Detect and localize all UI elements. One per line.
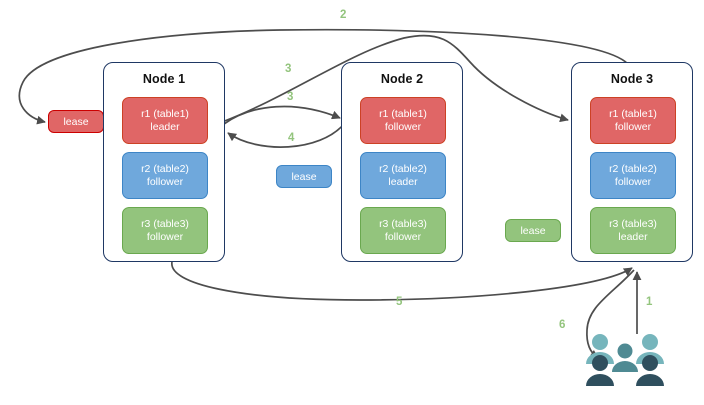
replica-r1-node-2[interactable]: r1 (table1) follower (360, 97, 446, 144)
replica-r2-node-2[interactable]: r2 (table2) leader (360, 152, 446, 199)
replica-r1-node-3[interactable]: r1 (table1) follower (590, 97, 676, 144)
replica-role: follower (614, 175, 652, 188)
replica-role: follower (384, 120, 422, 133)
step-label-3-lower: 3 (287, 91, 294, 103)
replica-r3-node-1[interactable]: r3 (table3) follower (122, 207, 208, 254)
replica-r3-node-3[interactable]: r3 (table3) leader (590, 207, 676, 254)
replica-name: r1 (table1) (609, 107, 657, 120)
node-container-2[interactable]: Node 2 r1 (table1) follower r2 (table2) … (341, 62, 463, 262)
edge-step-3-lower (223, 105, 341, 125)
node-title-1: Node 1 (142, 72, 186, 86)
step-label-1: 1 (646, 296, 653, 308)
replica-r2-node-1[interactable]: r2 (table2) follower (122, 152, 208, 199)
step-label-6: 6 (559, 319, 566, 331)
lease-label: lease (291, 170, 317, 183)
node-container-1[interactable]: Node 1 r1 (table1) leader r2 (table2) fo… (103, 62, 225, 262)
replica-name: r2 (table2) (609, 162, 657, 175)
replica-role: follower (146, 175, 184, 188)
step-label-4: 4 (288, 132, 295, 144)
replica-r2-node-3[interactable]: r2 (table2) follower (590, 152, 676, 199)
lease-chip-table1[interactable]: lease (48, 110, 104, 133)
replica-r1-node-1[interactable]: r1 (table1) leader (122, 97, 208, 144)
lease-chip-table3[interactable]: lease (505, 219, 561, 242)
node-container-3[interactable]: Node 3 r1 (table1) follower r2 (table2) … (571, 62, 693, 262)
replica-role: follower (614, 120, 652, 133)
lease-label: lease (63, 115, 89, 128)
lease-label: lease (520, 224, 546, 237)
step-label-2: 2 (340, 9, 347, 21)
replica-r3-node-2[interactable]: r3 (table3) follower (360, 207, 446, 254)
replica-name: r1 (table1) (379, 107, 427, 120)
replica-name: r2 (table2) (141, 162, 189, 175)
users-group-icon (586, 334, 664, 386)
replica-role: leader (388, 175, 418, 188)
replica-role: leader (150, 120, 180, 133)
node-title-2: Node 2 (380, 72, 424, 86)
replica-role: leader (618, 230, 648, 243)
replica-name: r3 (table3) (609, 217, 657, 230)
replica-role: follower (146, 230, 184, 243)
replica-name: r2 (table2) (379, 162, 427, 175)
edge-step-4 (227, 123, 345, 148)
user-figure-front-left (586, 355, 614, 386)
user-figure-center (612, 343, 638, 372)
node-title-3: Node 3 (610, 72, 654, 86)
step-label-3-upper: 3 (285, 63, 292, 75)
replica-role: follower (384, 230, 422, 243)
lease-chip-table2[interactable]: lease (276, 165, 332, 188)
edge-step-5 (171, 261, 633, 301)
replica-name: r3 (table3) (141, 217, 189, 230)
step-label-5: 5 (396, 296, 403, 308)
replica-name: r3 (table3) (379, 217, 427, 230)
user-figure-front-right (636, 355, 664, 386)
replica-name: r1 (table1) (141, 107, 189, 120)
